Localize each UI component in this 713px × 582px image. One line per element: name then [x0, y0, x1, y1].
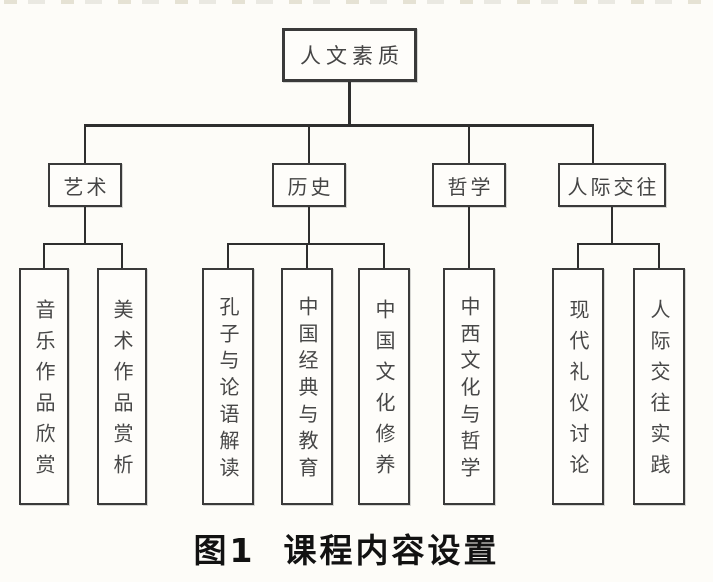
- leaf-chinese-classics-education: 中国经典与教育: [281, 268, 333, 505]
- cropped-text-artifact: [4, 0, 709, 4]
- leaf-chinese-culture-cultivation: 中国文化修养: [358, 268, 410, 505]
- connector-interpersonal-stub: [611, 207, 613, 243]
- connector-level1-rail: [84, 124, 594, 127]
- leaf-art-appreciation: 美术作品赏析: [97, 268, 147, 505]
- leaf-label: 美术作品赏析: [110, 299, 134, 485]
- connector-drop-leaf3: [227, 243, 229, 268]
- leaf-confucius-analects: 孔子与论语解读: [202, 268, 254, 505]
- leaf-chinese-western-culture-philosophy: 中西文化与哲学: [443, 268, 495, 505]
- connector-drop-leaf4: [306, 243, 308, 268]
- leaf-label: 中国经典与教育: [295, 296, 319, 484]
- node-root: 人文素质: [282, 28, 417, 82]
- connector-drop-leaf5: [383, 243, 385, 268]
- leaf-label: 中西文化与哲学: [457, 296, 481, 484]
- connector-root-stub: [348, 82, 351, 124]
- node-interpersonal: 人际交往: [558, 163, 666, 207]
- leaf-interpersonal-practice: 人际交往实践: [633, 268, 685, 505]
- leaf-label: 中国文化修养: [372, 299, 396, 485]
- leaf-label: 人际交往实践: [647, 299, 671, 485]
- node-art: 艺术: [48, 163, 122, 207]
- connector-philosophy-line: [468, 207, 470, 268]
- connector-drop-art: [84, 124, 86, 163]
- connector-drop-interpersonal: [592, 124, 594, 163]
- leaf-label: 现代礼仪讨论: [566, 299, 590, 485]
- leaf-modern-etiquette-discussion: 现代礼仪讨论: [552, 268, 604, 505]
- connector-history-stub: [308, 207, 310, 243]
- connector-drop-history: [308, 124, 310, 163]
- connector-drop-leaf1: [43, 243, 45, 268]
- connector-interpersonal-rail: [577, 243, 660, 245]
- connector-art-rail: [43, 243, 123, 245]
- leaf-label: 音乐作品欣赏: [32, 299, 56, 485]
- connector-drop-leaf7: [577, 243, 579, 268]
- figure-caption: 图1 课程内容设置: [0, 524, 693, 572]
- node-history: 历史: [272, 163, 346, 207]
- caption-title: 课程内容设置: [283, 531, 500, 570]
- connector-art-stub: [84, 207, 86, 243]
- leaf-label: 孔子与论语解读: [216, 296, 240, 484]
- node-philosophy: 哲学: [432, 163, 506, 207]
- connector-drop-leaf2: [121, 243, 123, 268]
- caption-number: 图1: [193, 531, 256, 570]
- leaf-music-appreciation: 音乐作品欣赏: [19, 268, 69, 505]
- connector-drop-leaf8: [658, 243, 660, 268]
- connector-drop-philosophy: [468, 124, 470, 163]
